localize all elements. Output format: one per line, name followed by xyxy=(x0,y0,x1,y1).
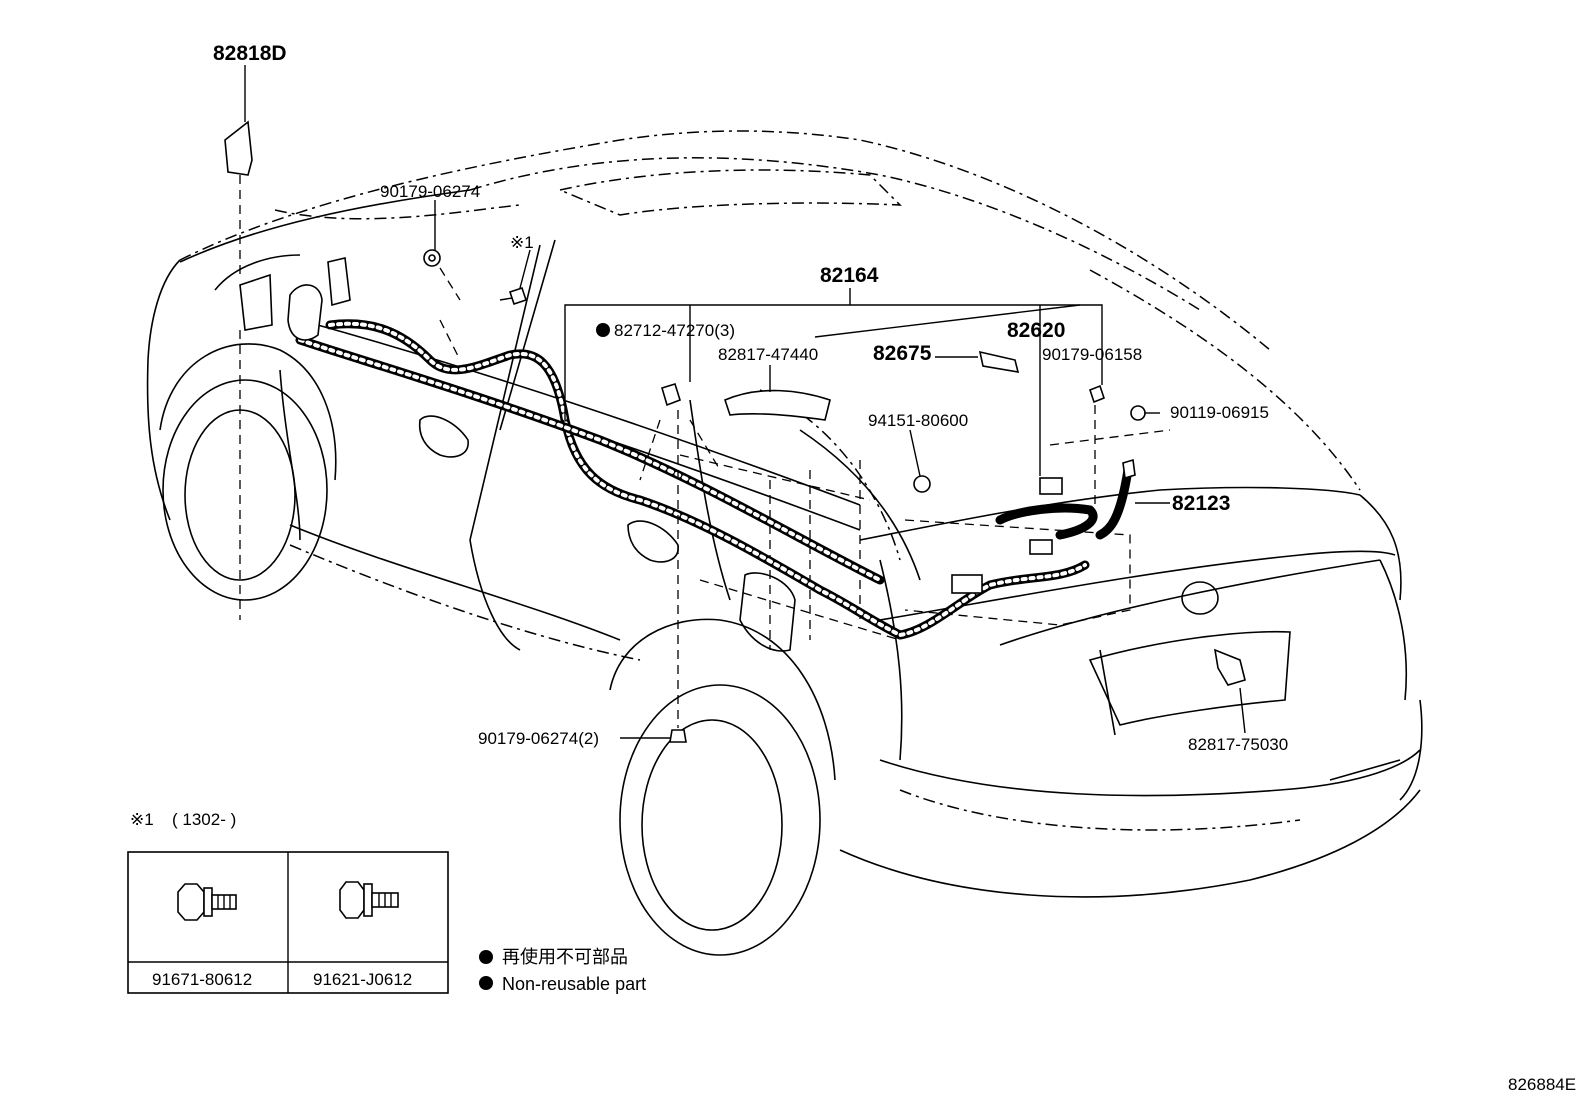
legend-text-en: Non-reusable part xyxy=(502,974,646,994)
part-labels: 82818D 90179-06274 ※1 82164 82712-47270(… xyxy=(213,42,1288,754)
label-82164: 82164 xyxy=(820,264,879,287)
parts-icons xyxy=(224,120,1246,743)
grommet-94151-80600-icon xyxy=(913,475,931,493)
wire-82123-icon xyxy=(1122,458,1136,480)
label-90179-06158: 90179-06158 xyxy=(1042,345,1142,364)
label-82620: 82620 xyxy=(1007,319,1065,342)
label-90119-06915: 90119-06915 xyxy=(1170,403,1269,422)
figure-id: 826884E xyxy=(1508,1075,1576,1094)
flange-bolt-icon xyxy=(177,883,237,921)
bolt-note1-icon xyxy=(508,286,528,306)
legend-text-jp: 再使用不可部品 xyxy=(502,947,628,967)
nut-90179-06274-2-icon xyxy=(669,729,687,743)
label-94151-80600: 94151-80600 xyxy=(868,411,968,430)
label-90179-06274-2: 90179-06274(2) xyxy=(478,729,599,748)
nut-90179-06158-icon xyxy=(1089,384,1105,404)
bracket-82817-47440-icon xyxy=(724,389,831,421)
inset-part-number-1: 91671-80612 xyxy=(152,970,252,989)
inset-heading-range: ( 1302- ) xyxy=(172,810,236,829)
label-82817-75030: 82817-75030 xyxy=(1188,735,1288,754)
non-reusable-dot-icon xyxy=(596,323,610,337)
clip-82712-icon xyxy=(661,383,681,407)
legend-dot-icon-en xyxy=(479,976,493,990)
note1-inset: ※1 ( 1302- ) 91671-80612 91621-J0612 xyxy=(127,810,449,994)
label-90179-06274: 90179-06274 xyxy=(380,182,480,201)
bracket-82817-75030-icon xyxy=(1213,648,1246,686)
inset-heading-mark: ※1 xyxy=(130,810,154,829)
label-82123: 82123 xyxy=(1172,492,1230,515)
label-note1-mark: ※1 xyxy=(510,233,534,252)
bolt-90119-06915-icon xyxy=(1130,405,1146,421)
label-82675: 82675 xyxy=(873,342,932,365)
label-82817-47440: 82817-47440 xyxy=(718,345,818,364)
legend: 再使用不可部品 Non-reusable part xyxy=(479,947,646,994)
leader-lines xyxy=(239,65,1246,739)
block-82620-icon xyxy=(1039,477,1063,495)
label-82712-47270-3: 82712-47270(3) xyxy=(614,321,735,340)
car-body-outline xyxy=(146,130,1423,956)
bracket-82818D-icon xyxy=(224,120,253,176)
hex-bolt-icon xyxy=(339,881,399,919)
label-82818D: 82818D xyxy=(213,42,287,65)
wire-harness-82164 xyxy=(295,319,1133,640)
bracket-82675-icon xyxy=(978,350,1020,373)
legend-dot-icon-jp xyxy=(479,950,493,964)
inset-part-number-2: 91621-J0612 xyxy=(313,970,412,989)
